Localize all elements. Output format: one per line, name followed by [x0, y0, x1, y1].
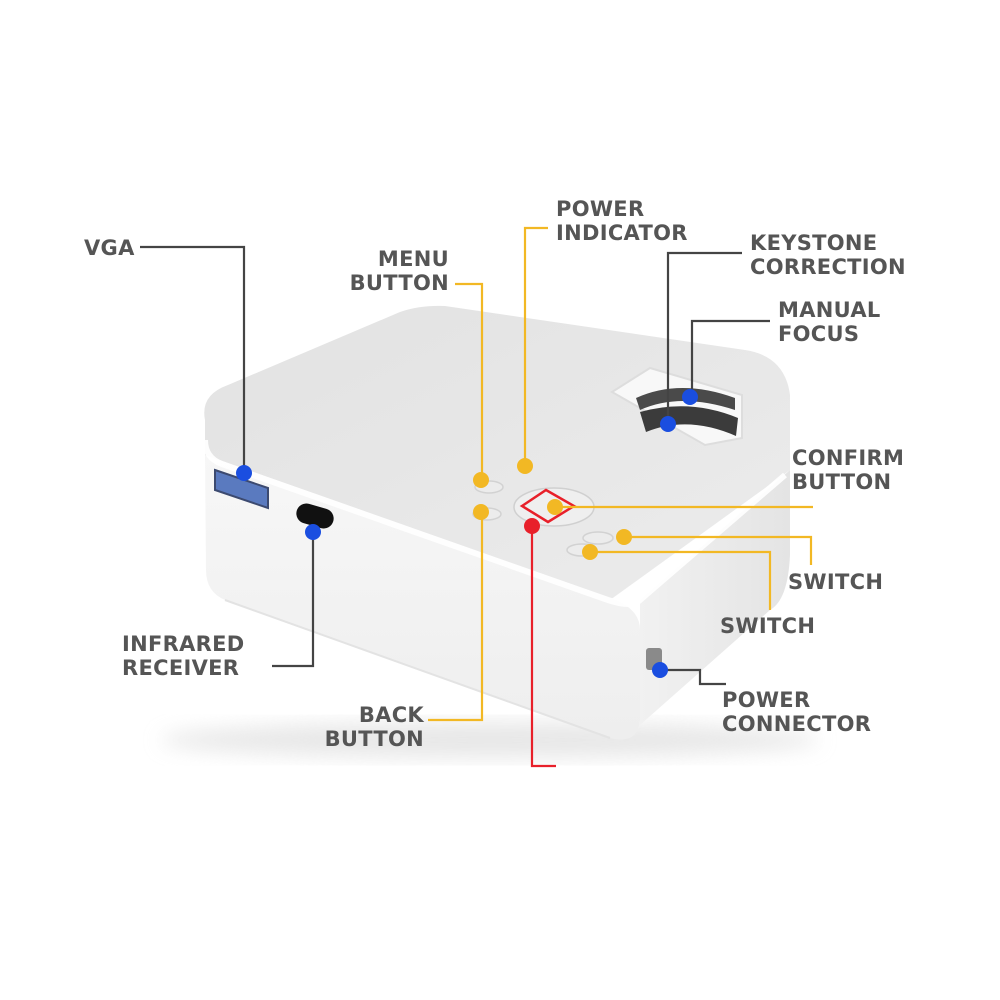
label-keystone-correction: KEYSTONE CORRECTION	[750, 231, 906, 279]
leader-vga	[140, 245, 246, 473]
device-shadow	[160, 722, 820, 758]
marker-dots	[236, 389, 698, 678]
dot-keystone	[682, 389, 698, 405]
dot-power-connector	[652, 662, 668, 678]
dot-vga	[236, 465, 252, 481]
label-power-indicator: POWER INDICATOR	[556, 197, 688, 245]
dot-red	[524, 518, 540, 534]
label-manual-focus: MANUAL FOCUS	[778, 298, 881, 346]
leader-switch-upper	[624, 535, 813, 565]
ir-window	[296, 503, 334, 529]
leader-menu	[455, 282, 484, 478]
label-infrared-receiver: INFRARED RECEIVER	[122, 632, 245, 680]
label-confirm-button: CONFIRM BUTTON	[792, 446, 905, 494]
label-menu-button: MENU BUTTON	[349, 247, 449, 295]
leader-switch-lower	[590, 550, 772, 610]
projector-body	[202, 305, 790, 740]
label-back-button: BACK BUTTON	[324, 703, 424, 751]
dot-switch-upper	[616, 529, 632, 545]
label-switch-lower: SWITCH	[720, 614, 816, 638]
focus-wheel	[640, 406, 738, 436]
switch-key-a	[582, 531, 614, 545]
dot-switch-lower	[582, 544, 598, 560]
dot-confirm	[547, 499, 563, 515]
leader-focus	[690, 319, 770, 397]
vga-port	[214, 468, 269, 510]
dot-power-indicator	[517, 458, 533, 474]
dot-back	[473, 504, 489, 520]
leader-power-connector	[660, 668, 726, 686]
dot-focus	[660, 416, 676, 432]
label-switch-upper: SWITCH	[788, 570, 884, 594]
leader-back	[428, 514, 484, 722]
label-power-connector: POWER CONNECTOR	[722, 688, 872, 736]
leader-lines	[140, 226, 813, 768]
leader-red	[530, 526, 556, 768]
leader-infrared	[272, 532, 315, 668]
dot-infrared	[305, 524, 321, 540]
leader-keystone	[666, 251, 742, 424]
label-vga: VGA	[84, 236, 135, 260]
leader-power-indicator	[523, 226, 548, 466]
projector-right-face	[640, 420, 790, 725]
dot-menu	[473, 472, 489, 488]
